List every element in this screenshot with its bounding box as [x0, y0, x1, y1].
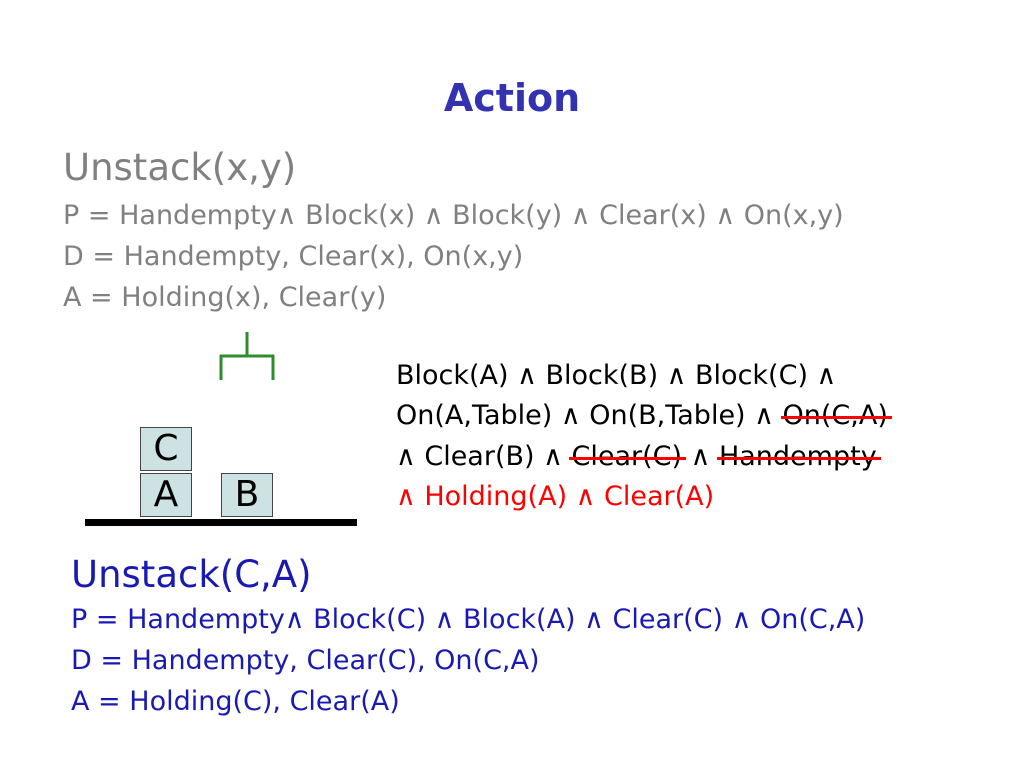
instance-operator-name: Unstack(C,A) [71, 553, 312, 596]
block-c: C [140, 427, 192, 471]
state-line-1: Block(A) ∧ Block(B) ∧ Block(C) ∧ [396, 360, 837, 391]
instance-preconditions: P = Handempty∧ Block(C) ∧ Block(A) ∧ Cle… [71, 604, 865, 635]
instance-add-label: A = [71, 686, 121, 717]
instance-delete-list: D = Handempty, Clear(C), On(C,A) [71, 645, 540, 676]
generic-pre-text: Handempty∧ Block(x) ∧ Block(y) ∧ Clear(x… [119, 200, 844, 231]
block-a: A [140, 473, 192, 517]
deleted-on-c-a: On(C,A) [782, 400, 888, 431]
generic-add-list: A = Holding(x), Clear(y) [63, 282, 386, 313]
deleted-clear-c: Clear(C) [571, 441, 683, 472]
generic-preconditions: P = Handempty∧ Block(x) ∧ Block(y) ∧ Cle… [63, 200, 844, 231]
generic-del-text: Handempty, Clear(x), On(x,y) [123, 241, 524, 272]
generic-pre-label: P = [63, 200, 111, 231]
state-kept-on: On(A,Table) ∧ On(B,Table) ∧ [396, 400, 783, 431]
instance-del-label: D = [71, 645, 123, 676]
slide-title: Action [443, 76, 581, 120]
generic-del-label: D = [63, 241, 115, 272]
state-line-2: On(A,Table) ∧ On(B,Table) ∧ On(C,A) [396, 400, 888, 431]
generic-operator-name: Unstack(x,y) [63, 146, 297, 189]
generic-add-label: A = [63, 282, 113, 313]
state-and: ∧ [682, 441, 719, 472]
instance-add-list: A = Holding(C), Clear(A) [71, 686, 400, 717]
block-b: B [221, 473, 273, 517]
instance-del-text: Handempty, Clear(C), On(C,A) [131, 645, 540, 676]
state-clear-b: ∧ Clear(B) ∧ [396, 441, 572, 472]
instance-add-text: Holding(C), Clear(A) [129, 686, 400, 717]
generic-delete-list: D = Handempty, Clear(x), On(x,y) [63, 241, 523, 272]
generic-add-text: Holding(x), Clear(y) [121, 282, 387, 313]
instance-pre-label: P = [71, 604, 119, 635]
table-surface [85, 519, 357, 526]
gripper-icon [219, 332, 275, 380]
state-added-facts: ∧ Holding(A) ∧ Clear(A) [396, 481, 715, 512]
instance-pre-text: Handempty∧ Block(C) ∧ Block(A) ∧ Clear(C… [127, 604, 866, 635]
state-line-3: ∧ Clear(B) ∧ Clear(C) ∧ Handempty [396, 441, 877, 472]
deleted-handempty: Handempty [718, 441, 877, 472]
